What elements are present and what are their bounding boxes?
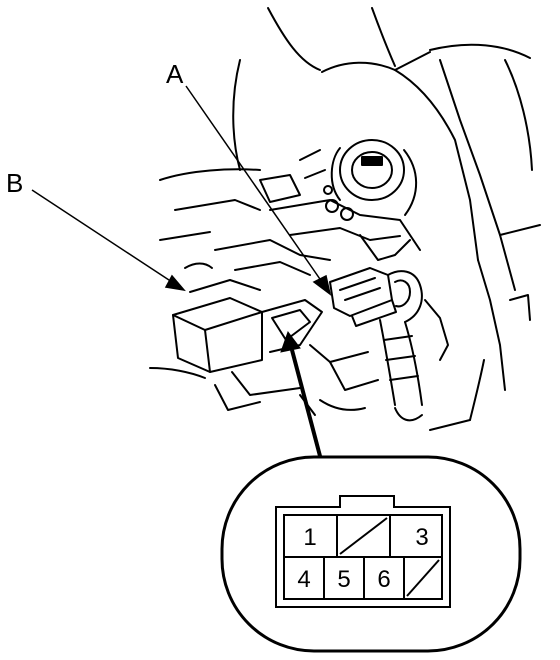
connector-detail-view: 1 3 4 5 6 [220, 455, 522, 653]
callout-label-b: B [6, 168, 24, 198]
detail-view-arrow [280, 330, 322, 457]
pin-6-label: 6 [377, 566, 390, 593]
connector-face [275, 495, 451, 608]
empty-cavity-2 [339, 517, 388, 555]
detail-frame [220, 455, 522, 653]
pin-5-label: 5 [337, 566, 350, 593]
pin-4-label: 4 [297, 566, 310, 593]
leader-line-a [185, 85, 332, 296]
pin-3-label: 3 [415, 524, 428, 551]
empty-cavity-7 [406, 559, 440, 597]
leader-line-b [31, 189, 186, 292]
pin-1-label: 1 [303, 524, 316, 551]
callout-label-a: A [166, 59, 184, 89]
steering-column-illustration [149, 7, 541, 431]
